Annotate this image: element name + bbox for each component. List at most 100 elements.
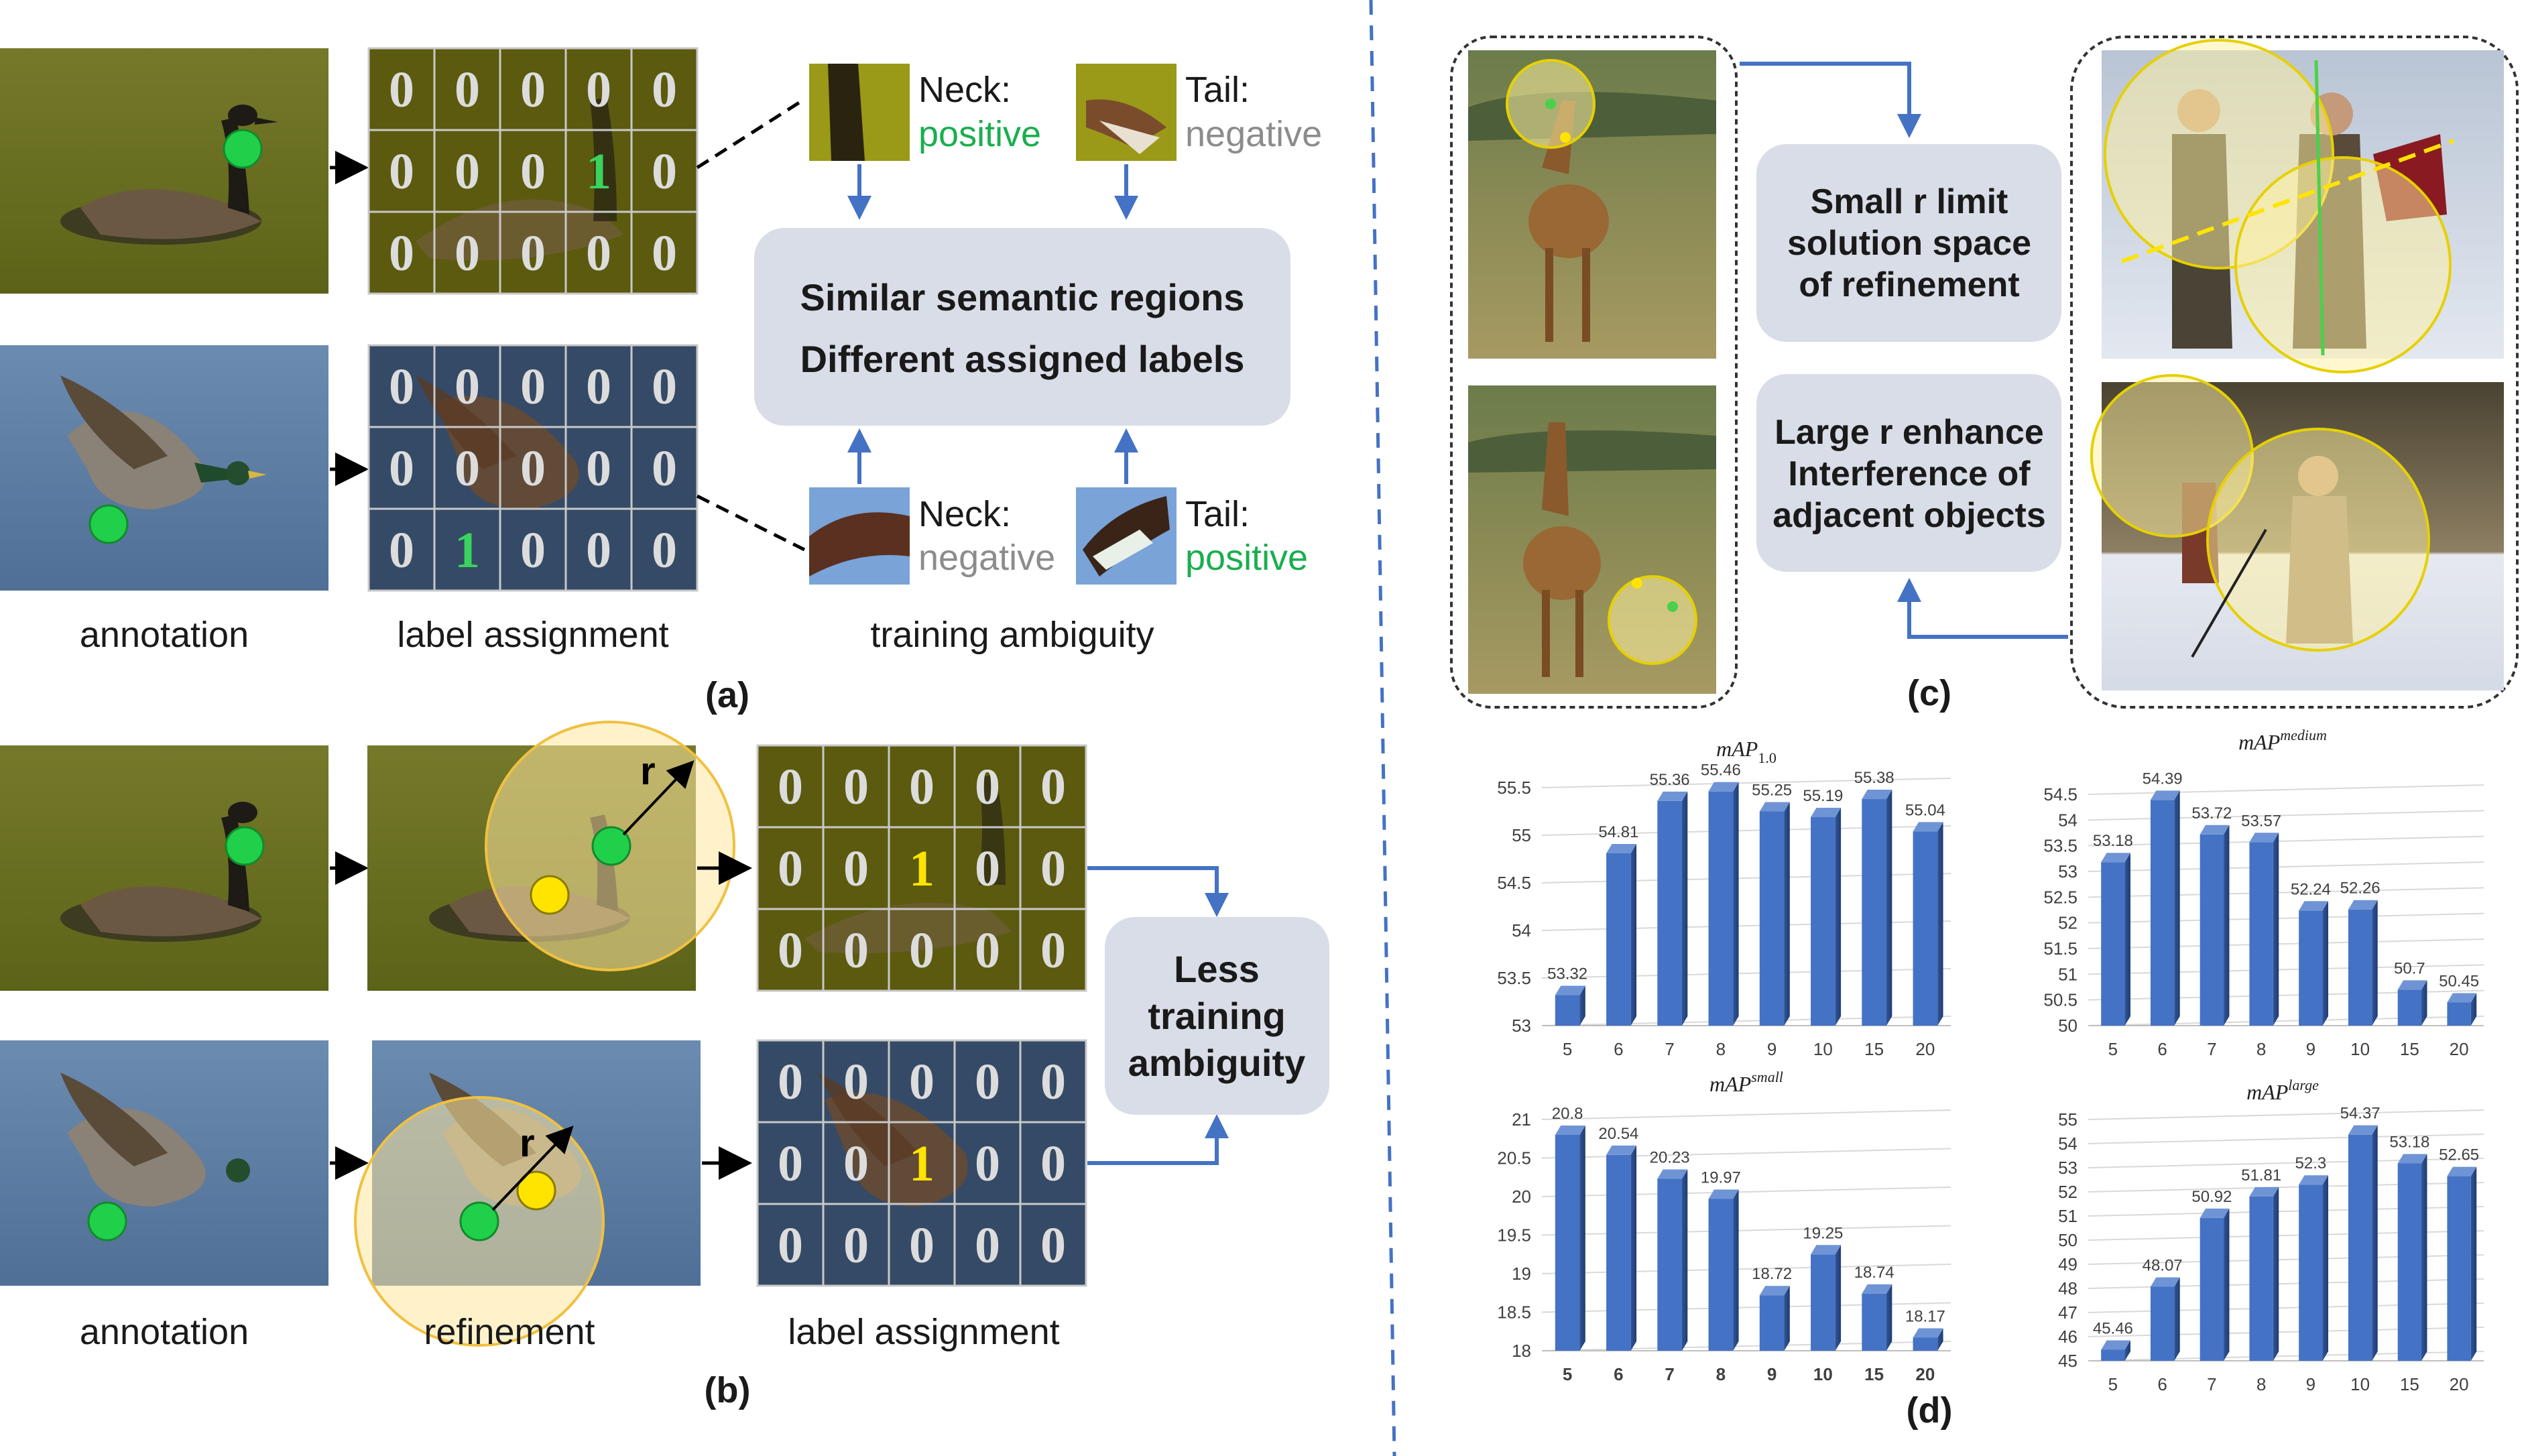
- grid-cell-label: 0: [909, 1217, 935, 1274]
- x-tick-label: 9: [2306, 1039, 2315, 1059]
- gridline: [2088, 810, 2484, 821]
- gridline: [1541, 1225, 1951, 1236]
- bar: [1811, 808, 1842, 1026]
- goose-tail-patch: [1076, 64, 1177, 161]
- grid-cell-label: 0: [520, 440, 546, 497]
- duck-refinement: r: [354, 1040, 701, 1347]
- y-tick-label: 55: [1512, 825, 1531, 845]
- less-ambiguity-line-2: training: [1148, 995, 1285, 1037]
- bar: [2447, 993, 2477, 1026]
- bar: [1708, 782, 1739, 1026]
- x-tick-label: 9: [1767, 1039, 1777, 1059]
- gridline: [2088, 938, 2484, 949]
- y-tick-label: 54: [2058, 1134, 2078, 1154]
- bar: [1913, 822, 1943, 1026]
- gridline: [2088, 912, 2484, 924]
- bar: [2249, 833, 2279, 1026]
- grid-cell-label: 0: [389, 440, 414, 497]
- x-tick-label: 5: [2108, 1039, 2118, 1059]
- annotation-label-a: annotation: [80, 615, 249, 655]
- gridline: [2088, 861, 2484, 872]
- value-label: 55.38: [1854, 769, 1894, 787]
- x-tick-label: 7: [2207, 1374, 2216, 1394]
- duck-neck-label: Neck:: [918, 494, 1011, 534]
- bar: [1759, 1286, 1790, 1351]
- bar: [2200, 825, 2230, 1026]
- grid-cell-label: 0: [389, 522, 414, 579]
- grid-cell-label: 0: [586, 359, 611, 415]
- goose-neck-status: positive: [918, 114, 1041, 154]
- y-tick-label: 53.5: [2043, 836, 2078, 856]
- x-tick-label: 9: [1767, 1364, 1777, 1384]
- x-tick-label: 8: [1716, 1039, 1726, 1059]
- grid-cell-label: 0: [975, 1136, 1000, 1192]
- bar: [1657, 1169, 1688, 1351]
- x-tick-label: 7: [1665, 1364, 1674, 1384]
- x-tick-label: 10: [1813, 1364, 1833, 1384]
- y-tick-label: 46: [2058, 1327, 2078, 1347]
- grid-cell-label: 0: [975, 759, 1000, 815]
- chart-title-base: mAP: [1709, 1072, 1751, 1096]
- bar: [1657, 791, 1688, 1026]
- grid-cell-label: 0: [778, 841, 803, 897]
- large-r-line-1: Large r enhance: [1774, 413, 2044, 452]
- grid-cell-label: 0: [586, 225, 611, 282]
- y-tick-label: 45: [2058, 1351, 2078, 1371]
- value-label: 53.18: [2093, 832, 2133, 850]
- bar: [1862, 1284, 1892, 1351]
- bar: [1913, 1328, 1943, 1351]
- duck-photo-b: [0, 1040, 328, 1286]
- gridline: [2088, 784, 2484, 795]
- grid-cell-label: 1: [909, 841, 935, 897]
- duck-neck-status: negative: [918, 538, 1055, 578]
- value-label: 55.36: [1650, 771, 1690, 789]
- grid-cell-label: 0: [586, 522, 611, 579]
- grid-cell-label: 0: [909, 1054, 935, 1110]
- grid-cell-label: 0: [652, 62, 677, 118]
- y-tick-label: 54.5: [2043, 784, 2078, 804]
- grid-cell-label: 0: [975, 1217, 1000, 1274]
- chart-title-superscript: medium: [2280, 727, 2327, 743]
- value-label: 55.25: [1752, 782, 1792, 800]
- grid-cell-label: 0: [520, 225, 546, 282]
- bar: [1862, 790, 1892, 1026]
- grid-cell-label: 0: [455, 225, 480, 282]
- x-tick-label: 6: [1614, 1364, 1623, 1384]
- grid-cell-label: 0: [389, 62, 414, 118]
- y-tick-label: 20: [1512, 1187, 1531, 1207]
- grid-cell-label: 0: [1040, 841, 1066, 897]
- value-label: 55.04: [1905, 801, 1945, 819]
- grid-cell-label: 1: [909, 1136, 935, 1192]
- y-tick-label: 51.5: [2043, 938, 2078, 959]
- value-label: 51.81: [2241, 1166, 2281, 1185]
- y-tick-label: 53: [2058, 861, 2078, 882]
- duck-photo: [0, 345, 328, 591]
- goose-neck-label: Neck:: [918, 70, 1011, 110]
- value-label: 45.46: [2093, 1319, 2133, 1337]
- caption-b: (b): [705, 1370, 751, 1410]
- value-label: 53.18: [2389, 1134, 2429, 1152]
- value-label: 18.72: [1752, 1265, 1792, 1283]
- y-tick-label: 53: [1512, 1016, 1531, 1036]
- x-tick-label: 6: [2157, 1374, 2167, 1394]
- value-label: 18.17: [1905, 1307, 1945, 1325]
- x-tick-label: 7: [1665, 1039, 1674, 1059]
- grid-cell-label: 0: [652, 440, 677, 497]
- bar: [1606, 843, 1637, 1026]
- giraffe-photo-bottom: [1468, 385, 1716, 694]
- x-tick-label: 15: [2400, 1039, 2419, 1059]
- y-tick-label: 55: [2058, 1109, 2078, 1130]
- bar: [1811, 1245, 1842, 1351]
- goose-refinement: r: [367, 721, 735, 991]
- chart-title: mAPlarge: [2246, 1077, 2319, 1104]
- giraffe-group: [1450, 36, 1738, 709]
- value-label: 53.32: [1547, 965, 1587, 983]
- y-tick-label: 51: [2058, 1206, 2078, 1226]
- y-tick-label: 18.5: [1497, 1302, 1531, 1323]
- y-tick-label: 51: [2058, 964, 2078, 984]
- grid-cell-label: 0: [520, 62, 546, 118]
- duck-tail-patch: [1076, 487, 1177, 585]
- grid-cell-label: 0: [843, 1136, 869, 1192]
- goose-photo-b: [0, 745, 328, 991]
- gridline: [2088, 1109, 2484, 1120]
